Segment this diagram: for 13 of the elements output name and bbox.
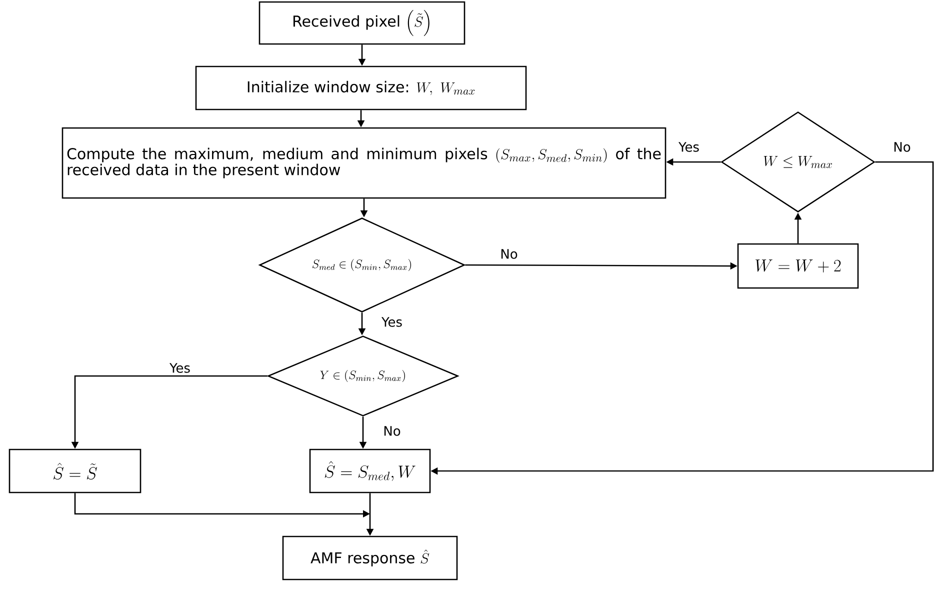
- edge-label: No: [892, 141, 912, 153]
- process-box: Initialize window size: $W,\ W_{max}$: [195, 66, 527, 110]
- edge-label: No: [499, 248, 519, 260]
- process-box: Received pixel $\left(\tilde{S}\right)$: [258, 1, 466, 45]
- edge-label: No: [382, 425, 402, 437]
- edge-label: Yes: [380, 316, 404, 328]
- process-box: $W = W + 2$: [737, 243, 859, 289]
- process-box: Compute the maximum, medium and minimum pixels $\left(S_{max}, S_{med}, S_{min}\right)$ of the received data in the present window: [62, 127, 666, 199]
- result-box: $\hat{S} = S_{med}, W$: [309, 448, 431, 494]
- edge-label: Yes: [678, 141, 700, 153]
- edge-label: Yes: [168, 362, 192, 374]
- output-box: AMF response $\hat{S}$: [282, 536, 458, 580]
- result-box: $\hat{S} = \tilde{S}$: [8, 448, 142, 494]
